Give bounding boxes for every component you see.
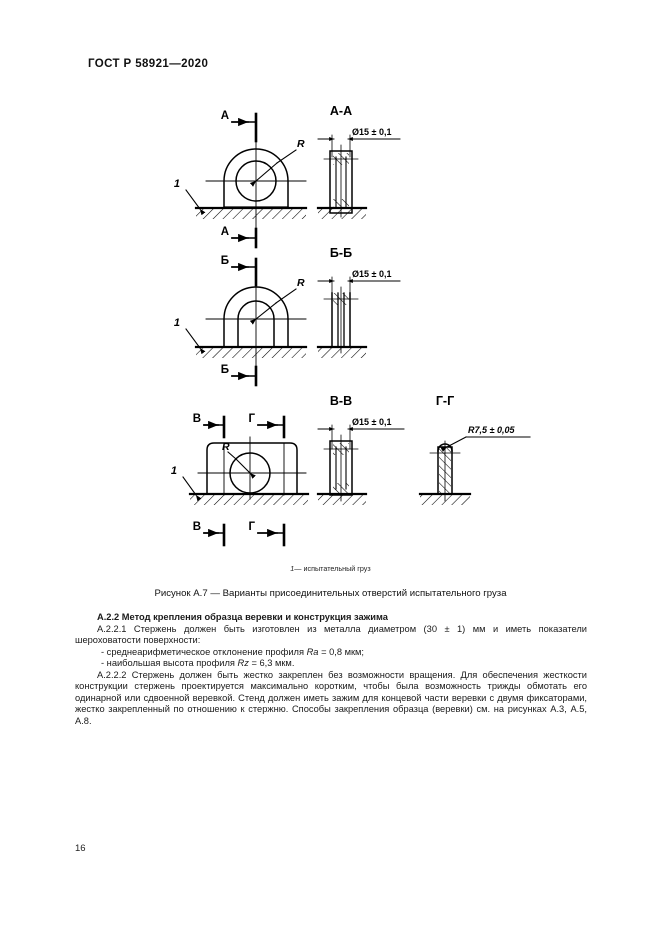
page-number: 16	[75, 843, 86, 854]
view-rect-lug	[182, 415, 310, 547]
figure-key-number: 1	[290, 564, 295, 573]
section-bb	[316, 276, 401, 358]
section-label-aa: А-А	[330, 104, 352, 118]
section-label-bb: Б-Б	[330, 246, 352, 260]
figure-key-text: испытательный груз	[303, 564, 371, 573]
cut-mark-g-bottom: Г	[248, 521, 255, 533]
dimension-diameter-aa: Ø15 ± 0,1	[352, 127, 391, 137]
cut-mark-v-top: В	[193, 413, 201, 425]
section-gg	[418, 436, 531, 505]
section-vv	[316, 424, 405, 505]
section-heading-a22: А.2.2 Метод крепления образца веревки и …	[97, 612, 388, 622]
bullet-ra-symbol: Ra	[306, 646, 319, 657]
radius-callout-view-b: R	[297, 277, 305, 289]
item-number-view-v: 1	[171, 465, 177, 477]
figure-key-line: 1— испытательный груз	[0, 564, 661, 573]
radius-callout-view-v: R	[222, 441, 230, 453]
dimension-radius-gg: R7,5 ± 0,05	[468, 425, 515, 435]
section-label-gg: Г-Г	[436, 394, 454, 408]
cut-mark-a-top: А	[221, 110, 229, 122]
bullet-rz: - наибольшая высота профиля Rz = 6,3 мкм…	[75, 658, 587, 670]
paragraph-a222: А.2.2.2 Стержень должен быть жестко закр…	[75, 669, 587, 726]
cut-mark-b-bottom: Б	[221, 364, 229, 376]
bullet-rz-symbol: Rz	[237, 658, 249, 669]
cut-mark-b-top: Б	[221, 255, 229, 267]
radius-callout-view-a: R	[297, 138, 305, 150]
figure-a7-drawings: А-А Б-Б В-В Г-Г А А Б Б В В Г Г Ø15 ± 0,…	[0, 95, 661, 565]
bullet-ra: - среднеарифметическое отклонение профил…	[75, 647, 587, 659]
figure-caption: Рисунок А.7 — Варианты присоединительных…	[154, 588, 507, 599]
figure-key-dash: —	[294, 564, 302, 573]
section-aa	[316, 134, 401, 219]
dimension-diameter-bb: Ø15 ± 0,1	[352, 269, 391, 279]
view-round-lug	[185, 112, 308, 249]
standard-header: ГОСТ Р 58921—2020	[88, 58, 209, 70]
bullet-ra-pre: - среднеарифметическое отклонение профил…	[101, 646, 307, 657]
bullet-rz-post: = 6,3 мкм.	[248, 658, 295, 669]
bullet-rz-pre: - наибольшая высота профиля	[101, 658, 238, 669]
section-label-vv: В-В	[330, 394, 352, 408]
body-text-block: А.2.2 Метод крепления образца веревки и …	[75, 612, 587, 727]
paragraph-a221: А.2.2.1 Стержень должен быть изготовлен …	[75, 623, 587, 646]
item-number-view-a: 1	[174, 178, 180, 190]
view-arch-lug	[185, 257, 308, 387]
item-number-view-b: 1	[174, 317, 180, 329]
dimension-diameter-vv: Ø15 ± 0,1	[352, 417, 391, 427]
cut-mark-g-top: Г	[248, 413, 255, 425]
cut-mark-v-bottom: В	[193, 521, 201, 533]
bullet-ra-post: = 0,8 мкм;	[318, 646, 365, 657]
cut-mark-a-bottom: А	[221, 226, 229, 238]
